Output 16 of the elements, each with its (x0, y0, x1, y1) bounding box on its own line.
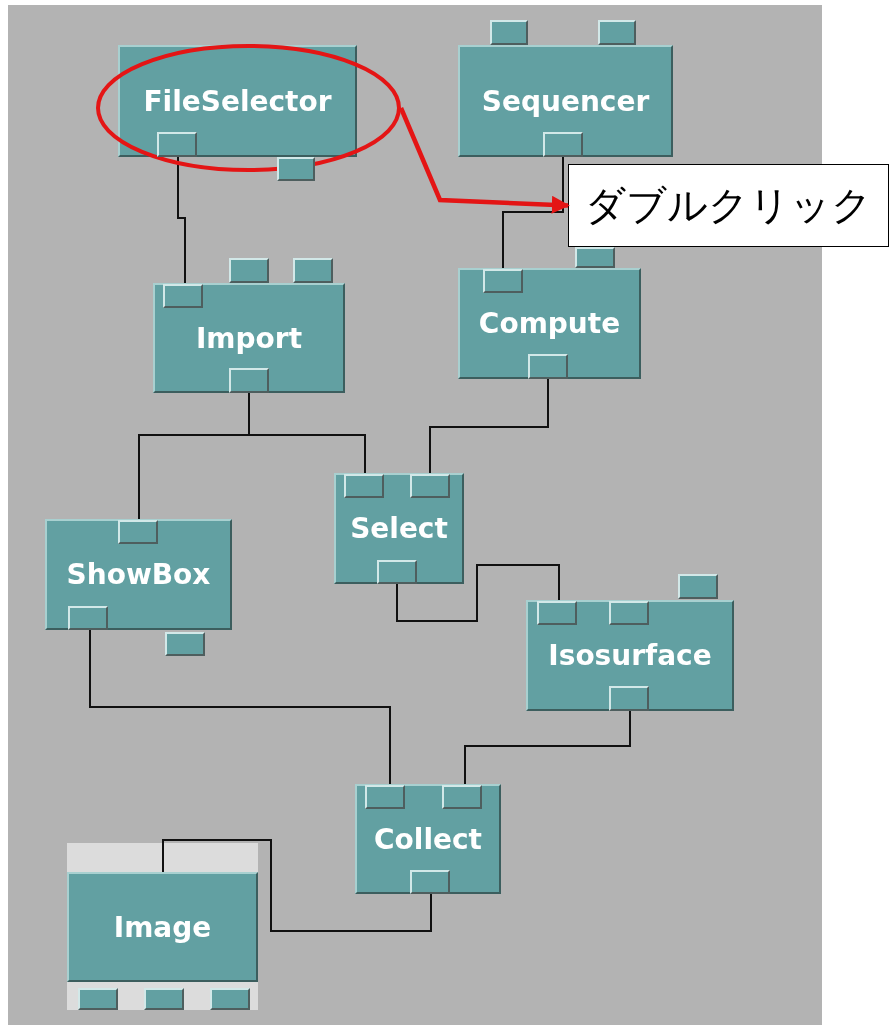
arrow (398, 107, 570, 214)
wire (502, 156, 564, 269)
module-box: Compute (458, 268, 641, 379)
wire (162, 839, 432, 932)
wire (429, 378, 549, 474)
callout-box: ダブルクリック (568, 164, 889, 247)
wire (177, 156, 186, 284)
wire (89, 629, 391, 785)
highlight-ellipse (96, 44, 401, 172)
wire (396, 564, 560, 622)
wire (248, 392, 366, 474)
module-box: Import (153, 283, 345, 393)
module-box: Sequencer (458, 45, 673, 157)
module-box: ShowBox (45, 519, 232, 630)
module-box: Image (67, 872, 258, 982)
wire (464, 710, 631, 785)
